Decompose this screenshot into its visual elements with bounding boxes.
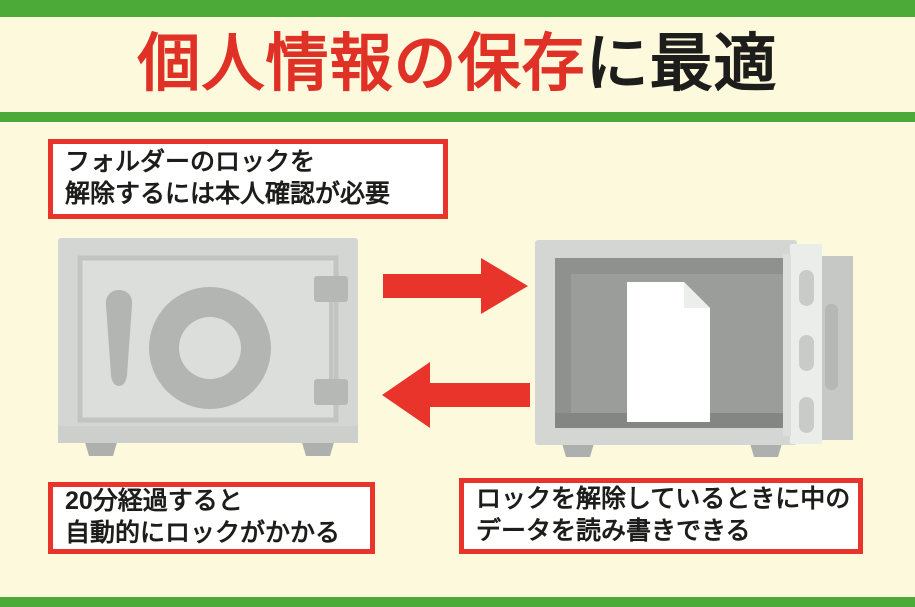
callout-lock-release: フォルダーのロックを 解除するには本人確認が必要 [48,139,448,219]
arrow-unlock-right-icon [383,258,528,314]
callout-line: 20分経過すると [65,486,243,515]
safe-bolt-slot-upper-icon [799,270,814,306]
document-page-icon [627,282,710,422]
safe-dial-center [179,317,241,379]
safe-bolt-slot-middle-icon [799,335,814,371]
bottom-green-rule [0,597,915,607]
safe-handle-icon [105,290,133,386]
callout-line: データを読み書きできる [476,517,751,545]
callout-line: ロックを解除しているときに中の [476,484,851,513]
callout-auto-lock: 20分経過すると 自動的にロックがかかる [48,482,375,554]
callout-line: フォルダーのロックを [65,147,316,176]
page-title-black-part: に最適 [585,29,778,99]
page-title-red-part: 個人情報の保存 [137,29,586,99]
safe-hinge-lower-icon [314,379,348,405]
safe-bolt-slot-lower-icon [799,397,814,433]
callout-line: 解除するには本人確認が必要 [65,180,391,208]
safe-hinge-upper-icon [314,276,348,302]
closed-safe-illustration [58,238,358,456]
arrow-relock-left-icon [382,362,530,428]
safe-leg-right-icon [301,439,335,456]
callout-read-write: ロックを解除しているときに中の データを読み書きできる [459,478,863,554]
top-green-rule [0,0,915,17]
safe-leg-left-icon [84,439,118,456]
open-safe-illustration [535,240,853,457]
safe-door-seam [783,254,791,436]
header-green-rule [0,112,915,122]
safe-hinge-rod [329,283,333,398]
safe-plinth [58,426,358,443]
page-title: 個人情報の保存に最適 [0,21,915,107]
callout-line: 自動的にロックがかかる [65,519,341,547]
safe-door-handle-icon [825,304,838,390]
